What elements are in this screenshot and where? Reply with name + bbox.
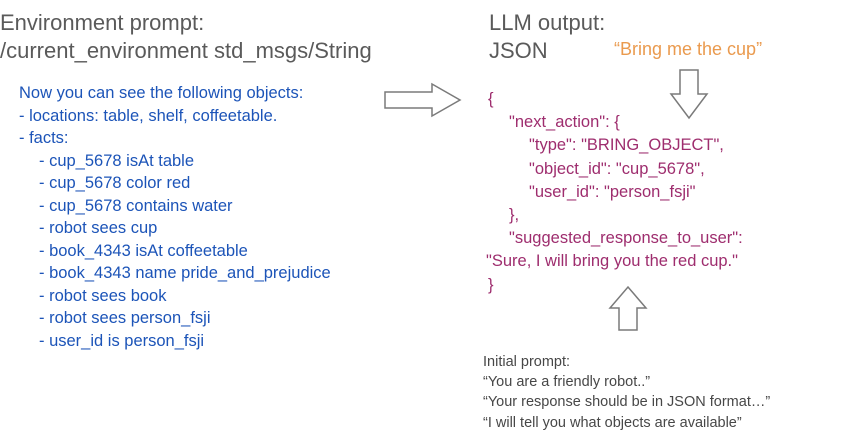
initial-prompt-line: “I will tell you what objects are availa… — [483, 414, 742, 431]
env-fact-line: - book_4343 name pride_and_prejudice — [39, 264, 331, 282]
env-fact-line: - user_id is person_fsji — [39, 331, 205, 350]
env-fact-line: - robot sees person_fsji — [39, 309, 211, 327]
json-line: } — [488, 275, 494, 294]
json-line: "Sure, I will bring you the red cup." — [486, 252, 739, 271]
env-fact-line: - robot sees book — [39, 286, 167, 305]
env-fact-line: - cup_5678 contains water — [39, 196, 233, 215]
json-line: { — [488, 90, 494, 108]
env-fact-line: - cup_5678 isAt table — [39, 151, 195, 170]
env-line: - locations: table, shelf, coffeetable. — [19, 106, 278, 125]
env-fact-line: - book_4343 isAt coffeetable — [39, 241, 248, 260]
json-line: }, — [509, 206, 520, 225]
initial-prompt-block: Initial prompt: “You are a friendly robo… — [483, 352, 770, 433]
environment-prompt-block: Now you can see the following objects: -… — [19, 82, 331, 352]
initial-prompt-line: “Your response should be in JSON format…… — [483, 394, 771, 411]
env-fact-line: - robot sees cup — [39, 219, 158, 237]
environment-prompt-title: Environment prompt: — [0, 10, 205, 35]
json-line: "object_id": "cup_5678", — [529, 159, 705, 178]
env-fact-line: - cup_5678 color red — [39, 174, 191, 192]
initial-prompt-line: “You are a friendly robot..” — [483, 374, 651, 391]
json-line: "suggested_response_to_user": — [509, 229, 743, 248]
env-line: - facts: — [19, 129, 69, 147]
user-request-text: “Bring me the cup” — [614, 39, 763, 59]
json-line: "user_id": "person_fsji" — [529, 182, 696, 201]
env-line: Now you can see the following objects: — [19, 84, 304, 102]
json-output-block: { "next_action": { "type": "BRING_OBJECT… — [486, 88, 743, 297]
json-line: "type": "BRING_OBJECT", — [529, 136, 724, 155]
json-line: "next_action": { — [509, 113, 620, 132]
initial-prompt-line: Initial prompt: — [483, 354, 571, 370]
llm-output-title: LLM output: — [489, 10, 606, 35]
environment-topic-title: /current_environment std_msgs/String — [0, 38, 372, 63]
json-title: JSON — [489, 38, 548, 63]
